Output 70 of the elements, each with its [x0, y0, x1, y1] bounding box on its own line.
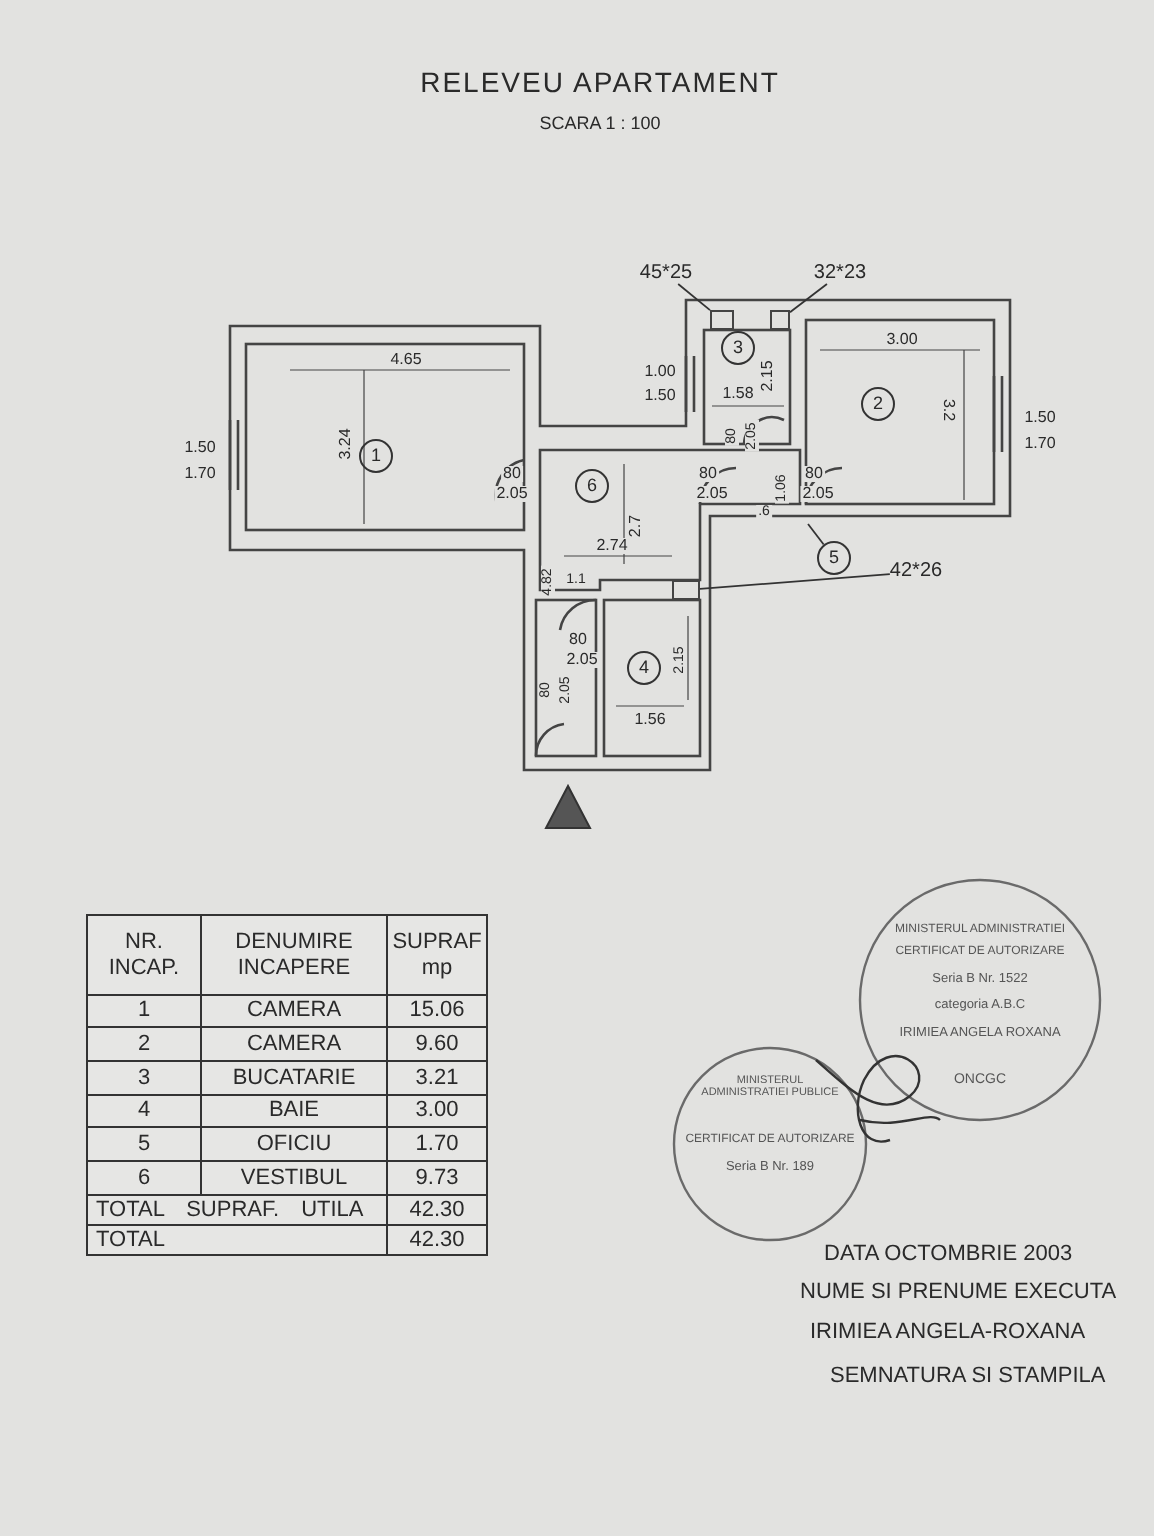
- table-cell: 1: [86, 994, 202, 1028]
- table-header-cell: DENUMIRE INCAPERE: [200, 914, 388, 996]
- dimension-text: 2.74: [594, 538, 630, 554]
- room-number: 4: [627, 651, 661, 685]
- table-cell: 9.73: [386, 1160, 488, 1196]
- dimension-text: 1.50: [182, 440, 218, 456]
- table-cell: 5: [86, 1126, 202, 1162]
- table-cell: 9.60: [386, 1026, 488, 1062]
- dimension-text: 80: [697, 466, 719, 482]
- table-cell: 4: [86, 1094, 202, 1128]
- leader-line: [807, 523, 825, 546]
- table-cell: TOTAL: [86, 1224, 388, 1256]
- dimension-text: 1.00: [642, 364, 678, 380]
- table-cell: CAMERA: [200, 994, 388, 1028]
- table-cell: 2: [86, 1026, 202, 1062]
- title: RELEVEU APARTAMENT: [420, 68, 780, 96]
- table-cell: 42.30: [386, 1224, 488, 1256]
- dimension-text: 4.65: [388, 352, 424, 368]
- table-cell: CAMERA: [200, 1026, 388, 1062]
- dimension-text: 2.05: [564, 652, 600, 668]
- table-cell: 42.30: [386, 1194, 488, 1226]
- dimension-text: 1.70: [1022, 436, 1058, 452]
- duct-niche: [770, 310, 790, 330]
- table-cell: 6: [86, 1160, 202, 1196]
- leader-line: [789, 283, 828, 314]
- dimension-text: 1.58: [720, 386, 756, 402]
- dimension-text: 2.15: [760, 358, 776, 394]
- scale-text: SCARA 1 : 100: [539, 115, 661, 133]
- room-number: 3: [721, 331, 755, 365]
- table-cell: TOTAL SUPRAF. UTILA: [86, 1194, 388, 1226]
- table-cell: BAIE: [200, 1094, 388, 1128]
- form-text: IRIMIEA ANGELA-ROXANA: [810, 1322, 1086, 1344]
- dimension-text: 2.05: [800, 486, 836, 502]
- room-number: 6: [575, 469, 609, 503]
- dimension-text: 1.56: [632, 712, 668, 728]
- table-cell: BUCATARIE: [200, 1060, 388, 1096]
- table-cell: 3.21: [386, 1060, 488, 1096]
- duct-size-text: 45*25: [639, 264, 693, 284]
- form-text: SEMNATURA SI STAMPILA: [830, 1366, 1106, 1388]
- table-cell: 3: [86, 1060, 202, 1096]
- table-cell: VESTIBUL: [200, 1160, 388, 1196]
- dimension-text: 80: [501, 466, 523, 482]
- dimension-text: 1.50: [642, 388, 678, 404]
- dimension-text: 1.70: [182, 466, 218, 482]
- dimension-text: 3.00: [884, 332, 920, 348]
- dimension-text: 3.24: [338, 426, 354, 462]
- duct-size-text: 32*23: [813, 264, 867, 284]
- dimension-text: 3.2: [940, 396, 956, 424]
- table-cell: 15.06: [386, 994, 488, 1028]
- duct-niche: [672, 580, 700, 600]
- dimension-text: 1.50: [1022, 410, 1058, 426]
- room-number: 5: [817, 541, 851, 575]
- table-cell: OFICIU: [200, 1126, 388, 1162]
- form-text: NUME SI PRENUME EXECUTA: [800, 1282, 1117, 1304]
- dimension-text: 2.05: [494, 486, 530, 502]
- duct-niche: [710, 310, 734, 330]
- table-header-cell: SUPRAF mp: [386, 914, 488, 996]
- duct-size-text: 42*26: [889, 562, 943, 582]
- dimension-text: 80: [803, 466, 825, 482]
- room-number: 2: [861, 387, 895, 421]
- leader-line: [677, 283, 711, 312]
- leader-line: [699, 573, 891, 590]
- table-header-cell: NR. INCAP.: [86, 914, 202, 996]
- room-number: 1: [359, 439, 393, 473]
- form-text: DATA OCTOMBRIE 2003: [824, 1244, 1073, 1266]
- dimension-text: 2.05: [694, 486, 730, 502]
- dimension-text: 2.7: [628, 512, 644, 540]
- dimension-text: 80: [567, 632, 589, 648]
- table-cell: 3.00: [386, 1094, 488, 1128]
- table-cell: 1.70: [386, 1126, 488, 1162]
